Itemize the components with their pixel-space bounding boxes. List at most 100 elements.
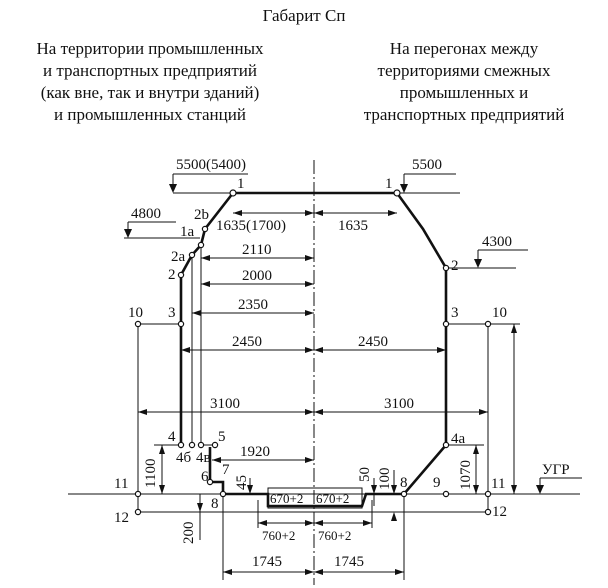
point-label-2a: 2а: [171, 249, 186, 265]
point-marker: [197, 241, 205, 249]
height-label-100: 100: [377, 468, 393, 491]
arrowhead: [437, 347, 446, 353]
point-label-1a: 1а: [180, 224, 195, 240]
point-marker: [201, 225, 209, 233]
arrowhead: [305, 347, 314, 353]
arrowhead: [305, 281, 314, 287]
arrowhead: [124, 229, 132, 238]
arrowhead: [181, 347, 190, 353]
point-marker: [206, 478, 214, 486]
height-label-1070: 1070: [458, 460, 474, 490]
point-label-11-right: 11: [491, 476, 505, 492]
point-marker: [400, 490, 408, 498]
arrowhead: [400, 184, 408, 193]
point-label-1-left: 1: [237, 176, 245, 192]
point-label-7: 7: [222, 462, 230, 478]
width-label-3100-left: 3100: [210, 396, 240, 412]
point-label-10-right: 10: [492, 305, 507, 321]
width-label-670-left: 670+2: [270, 491, 303, 506]
point-marker: [229, 189, 237, 197]
point-label-1-right: 1: [385, 176, 393, 192]
point-marker: [484, 490, 492, 498]
point-label-10-left: 10: [128, 305, 143, 321]
arrowhead: [511, 324, 517, 333]
point-marker: [442, 441, 450, 449]
arrowhead: [223, 569, 232, 575]
arrowhead: [473, 445, 479, 454]
point-label-4a: 4а: [451, 431, 466, 447]
point-marker: [442, 490, 450, 498]
caption-right-line: транспортных предприятий: [363, 105, 565, 124]
caption-left-line: На территории промышленных: [36, 39, 264, 58]
width-label-2110: 2110: [242, 242, 271, 258]
gauge-inner-left: [200, 245, 215, 446]
point-label-4: 4: [168, 429, 176, 445]
point-marker: [197, 441, 205, 449]
point-marker: [393, 189, 401, 197]
point-marker: [177, 271, 185, 279]
width-label-670-right: 670+2: [316, 491, 349, 506]
diagram-title: Габарит Сп: [262, 6, 346, 25]
arrowhead: [305, 457, 314, 463]
point-marker: [188, 441, 196, 449]
arrowhead: [473, 485, 479, 494]
arrowhead: [305, 310, 314, 316]
arrowhead: [314, 569, 323, 575]
point-marker: [134, 320, 142, 328]
point-marker: [177, 441, 185, 449]
height-label-1100: 1100: [143, 459, 159, 488]
caption-left-line: и промышленных станций: [54, 105, 246, 124]
point-marker: [134, 508, 142, 516]
point-label-2b: 2b: [194, 207, 209, 223]
arrowhead: [363, 520, 372, 526]
height-label-5500: 5500: [412, 157, 442, 173]
point-marker: [442, 320, 450, 328]
point-label-9: 9: [433, 475, 441, 491]
caption-left: На территории промышленных и транспортны…: [0, 38, 300, 126]
point-label-3-right: 3: [451, 305, 459, 321]
width-label-2450-left: 2450: [232, 334, 262, 350]
arrowhead: [391, 485, 397, 494]
width-label-760-left: 760+2: [262, 528, 295, 543]
arrowhead: [314, 347, 323, 353]
arrowhead: [511, 485, 517, 494]
arrowhead: [192, 310, 201, 316]
point-marker: [219, 490, 227, 498]
arrowhead: [305, 210, 314, 216]
caption-right-line: На перегонах между: [389, 39, 539, 58]
arrowhead: [388, 210, 397, 216]
width-label-760-right: 760+2: [318, 528, 351, 543]
point-marker: [484, 320, 492, 328]
point-marker: [484, 508, 492, 516]
arrowhead: [314, 409, 323, 415]
arrowhead: [247, 485, 253, 494]
arrowhead: [138, 409, 147, 415]
rail-box: [267, 487, 363, 509]
caption-right: На перегонах между территориями смежных …: [320, 38, 608, 126]
arrowhead: [169, 184, 177, 193]
point-marker: [211, 441, 219, 449]
arrowhead: [212, 457, 221, 463]
arrowhead: [479, 409, 488, 415]
point-marker: [177, 320, 185, 328]
arrowhead: [258, 520, 267, 526]
arrowhead: [197, 503, 203, 512]
height-label-4800: 4800: [131, 206, 161, 222]
height-label-50: 50: [357, 467, 373, 482]
width-label-1635-1700: 1635(1700): [216, 218, 286, 234]
point-marker: [188, 251, 196, 259]
arrowhead: [395, 569, 404, 575]
point-label-11-left: 11: [114, 476, 128, 492]
width-label-1920: 1920: [240, 444, 270, 460]
point-marker: [134, 490, 142, 498]
point-label-2-left: 2: [168, 267, 176, 283]
height-label-45: 45: [234, 475, 250, 490]
point-label-2-right: 2: [451, 258, 459, 274]
arrowhead: [371, 485, 377, 494]
arrowhead: [201, 281, 210, 287]
arrowhead: [474, 259, 482, 268]
width-label-3100-right: 3100: [384, 396, 414, 412]
arrowhead: [305, 520, 314, 526]
width-label-1745-right: 1745: [334, 554, 364, 570]
point-label-6: 6: [201, 469, 209, 485]
